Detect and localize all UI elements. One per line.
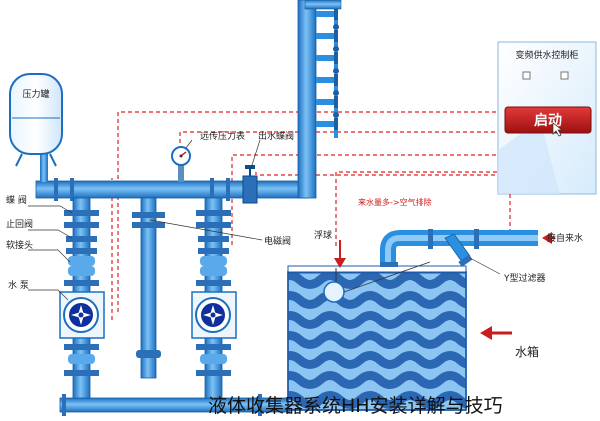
indicator-light-left <box>522 71 531 80</box>
pump-right <box>191 291 237 339</box>
caption: 液体收集器系统HH安装详解与技巧 <box>208 395 503 417</box>
solenoid-valve-label: 电磁阀 <box>264 235 291 247</box>
tank-wave <box>288 331 466 349</box>
tank-wave <box>288 391 466 409</box>
water-inlet-label: 接自来水 <box>547 232 583 244</box>
float-arrow-icon <box>334 258 346 268</box>
leader-lines <box>28 139 501 301</box>
bypass-column <box>132 197 165 379</box>
riser-outlet-valve <box>316 112 339 138</box>
suction-header-pipe <box>59 394 291 416</box>
tank-wave <box>288 272 466 289</box>
control-cabinet: 变频供水控制柜 启动 <box>497 41 597 195</box>
remote-gauge-label: 远传压力表 <box>200 130 245 142</box>
butterfly-valve-label: 蝶 阀 <box>6 194 27 206</box>
water-tank-label: 水箱 <box>515 344 539 359</box>
y-filter-label: Y型过滤器 <box>503 272 546 284</box>
outlet-butterfly-valve <box>242 165 258 204</box>
soft-joint-label: 软接头 <box>6 239 33 251</box>
cursor-icon <box>552 122 564 137</box>
pressure-tank-label: 压力罐 <box>22 88 49 100</box>
float-ball <box>323 261 431 303</box>
y-filter <box>444 233 473 267</box>
pump-label: 水 泵 <box>8 279 29 291</box>
riser-outlets <box>316 2 339 138</box>
water-tank <box>287 265 467 411</box>
tank-arrow-icon <box>480 326 492 340</box>
signal-lines <box>111 111 511 320</box>
arrows <box>334 232 555 340</box>
pressure-tank: 压力罐 <box>9 73 63 182</box>
outlet-valve-label: 出水蝶阀 <box>258 130 294 142</box>
tank-wave <box>288 371 466 389</box>
tank-wave <box>288 351 466 369</box>
control-cabinet-label: 变频供水控制柜 <box>515 49 578 61</box>
start-button[interactable]: 启动 <box>504 106 592 134</box>
check-valve-label: 止回阀 <box>6 218 33 230</box>
inlet-pipe <box>380 229 538 267</box>
tank-wave <box>288 311 466 329</box>
inlet-arrow-icon <box>542 232 552 244</box>
float-ball-label: 浮球 <box>314 229 332 241</box>
pump-left <box>59 291 105 339</box>
outlet-header-pipe <box>35 0 317 201</box>
indicator-light-right <box>560 71 569 80</box>
inlet-note-label: 来水量多->空气排除 <box>358 197 432 207</box>
remote-pressure-gauge <box>171 146 191 182</box>
tank-wave <box>288 291 466 309</box>
